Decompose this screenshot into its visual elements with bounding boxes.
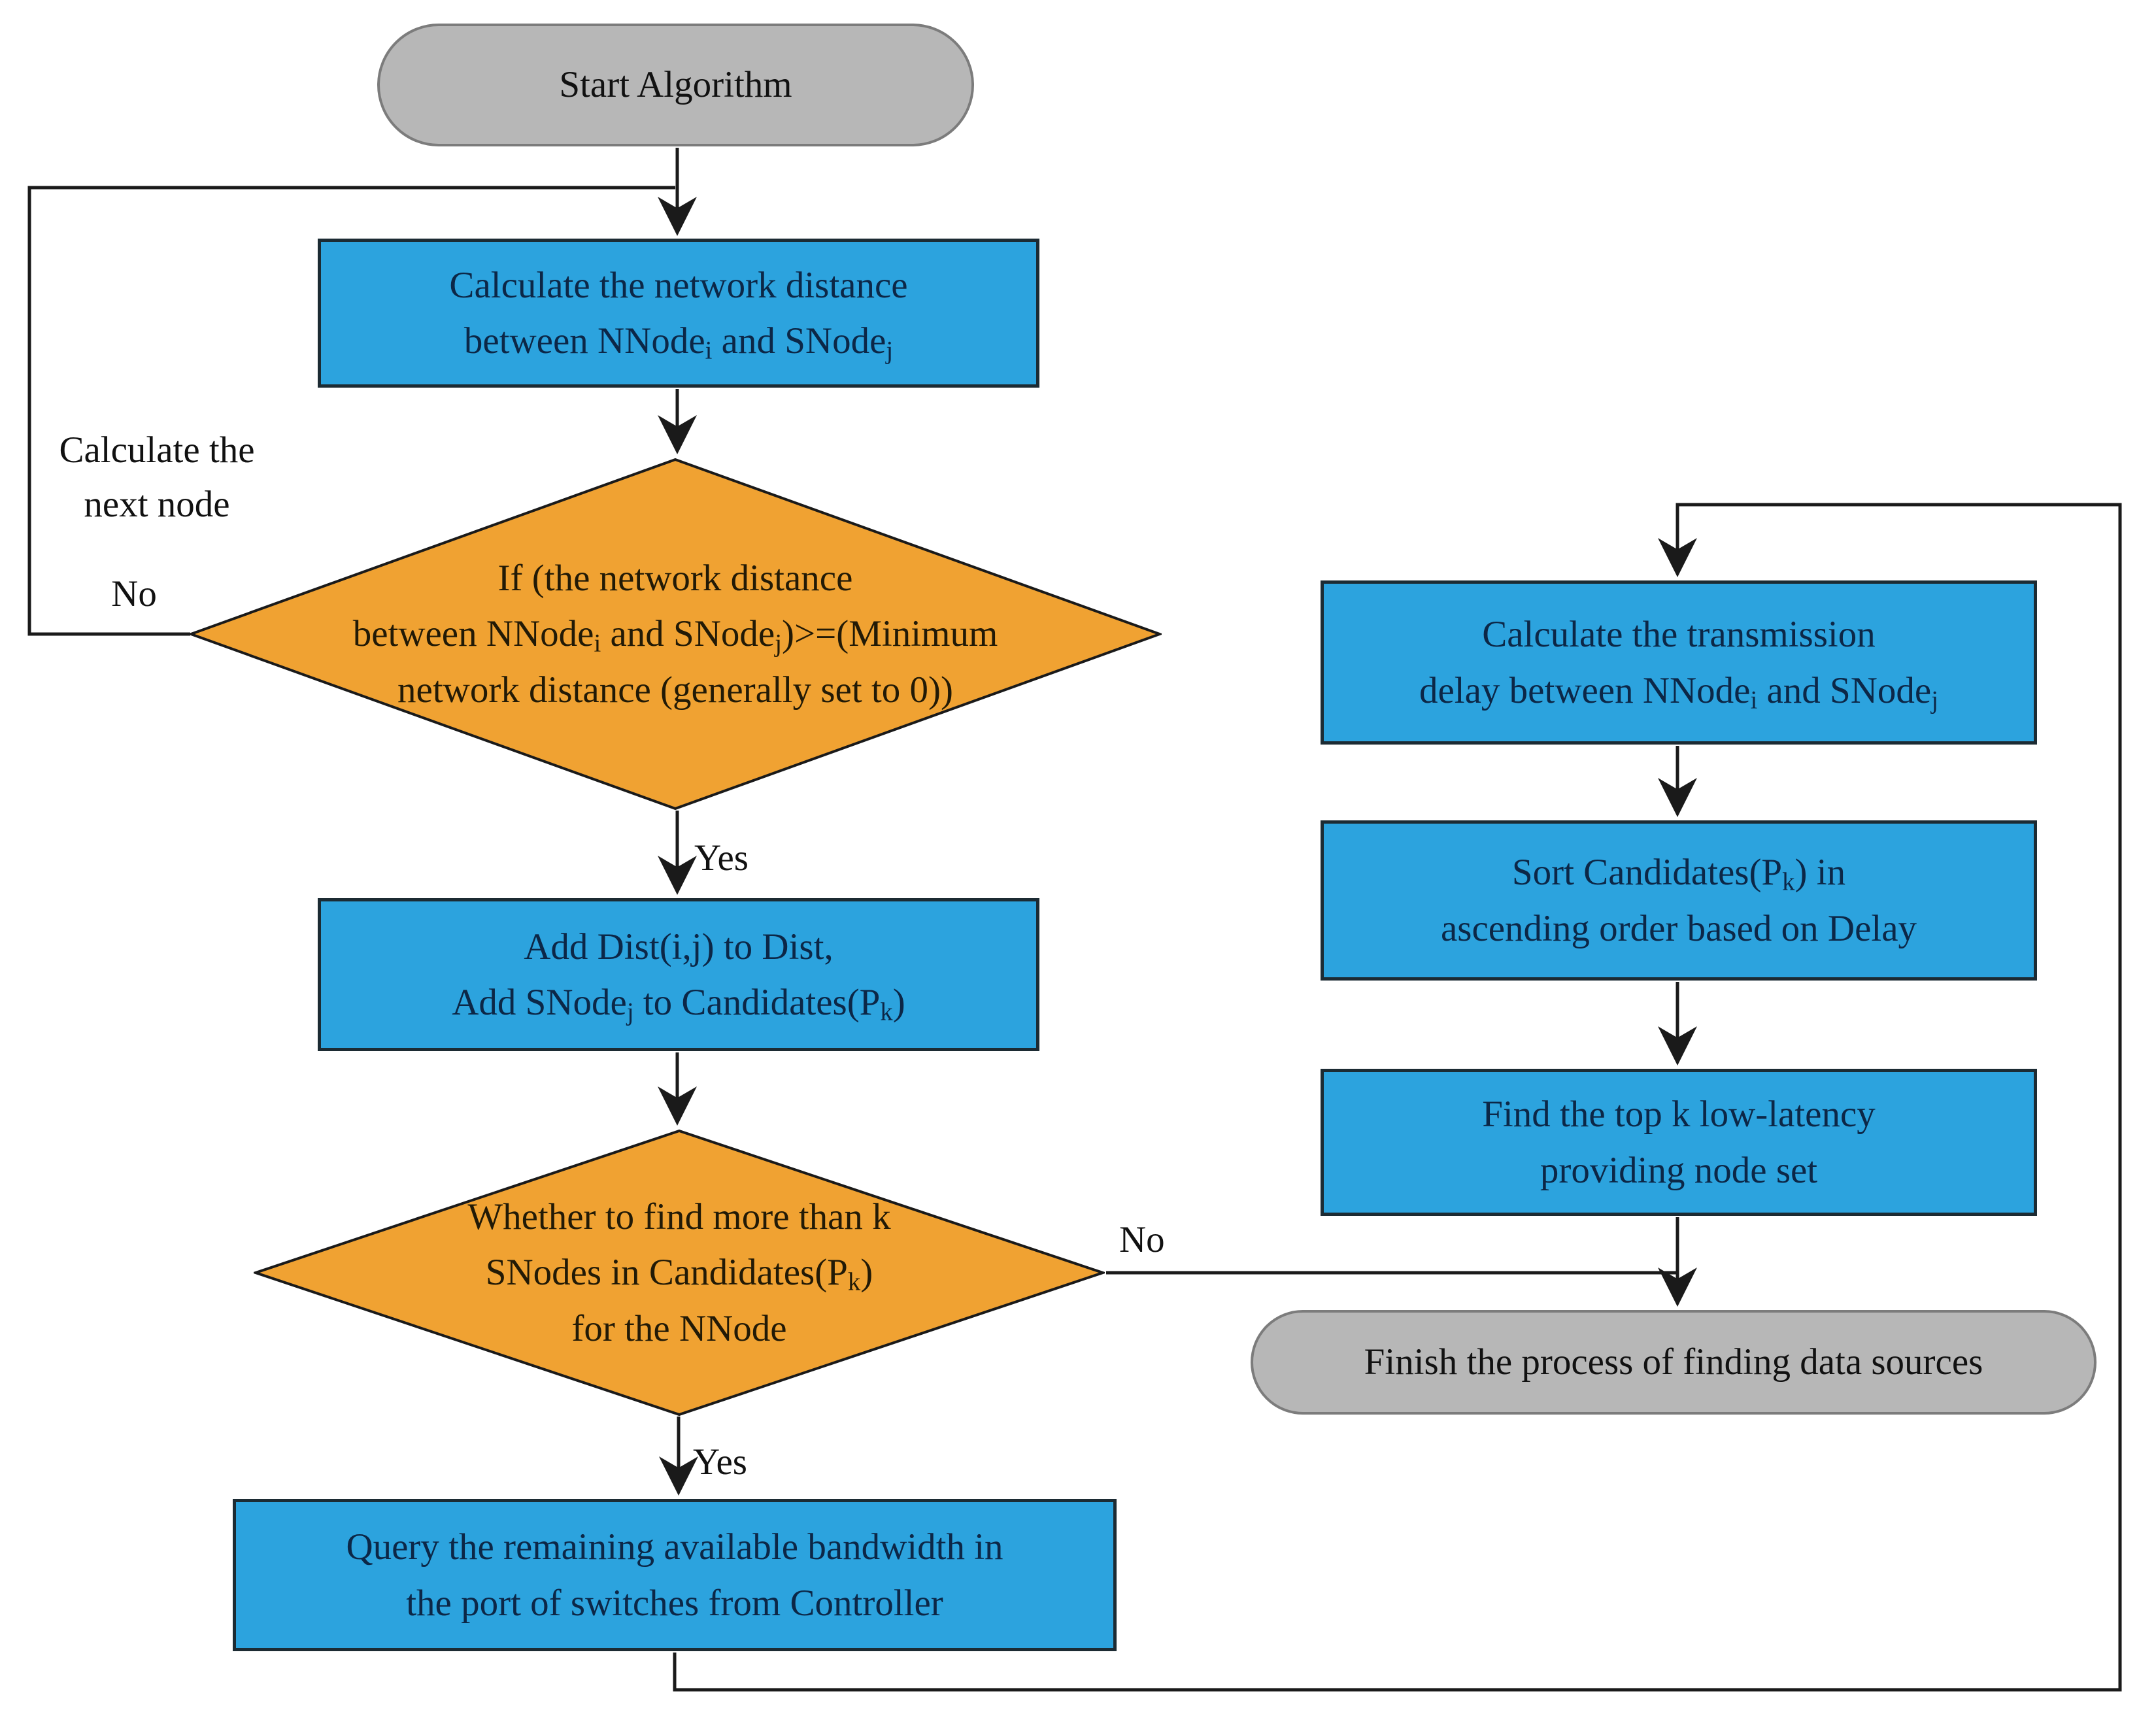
- edge-label-no-2: No: [1119, 1219, 1165, 1260]
- edge-loop-back-no: [27, 186, 675, 636]
- add-dist-candidates-process: Add Dist(i,j) to Dist,Add SNodej to Cand…: [318, 898, 1039, 1051]
- edge-query-loop-to-calc-delay: [673, 503, 2122, 1692]
- finish-label: Finish the process of finding data sourc…: [1364, 1341, 1983, 1383]
- edge-label-no-1: No: [111, 573, 157, 614]
- decision-diamond-shape: [254, 1129, 1105, 1417]
- start-terminator: Start Algorithm: [377, 24, 974, 146]
- add-dist-candidates-label: Add Dist(i,j) to Dist,Add SNodej to Cand…: [452, 926, 905, 1026]
- finish-terminator: Finish the process of finding data sourc…: [1251, 1310, 2097, 1415]
- start-label: Start Algorithm: [559, 64, 792, 106]
- decision-diamond-shape: [189, 458, 1162, 811]
- query-bandwidth-process: Query the remaining available bandwidth …: [233, 1499, 1117, 1651]
- edge-label-yes-2: Yes: [693, 1441, 747, 1483]
- edge-label-yes-1: Yes: [694, 837, 749, 879]
- query-bandwidth-label: Query the remaining available bandwidth …: [346, 1526, 1003, 1624]
